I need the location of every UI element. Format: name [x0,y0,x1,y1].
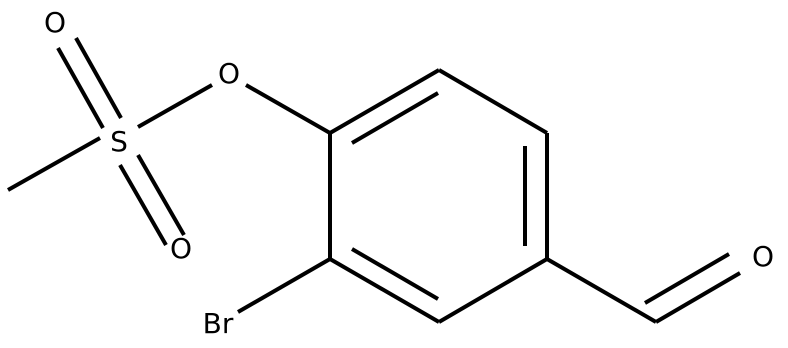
ring-bond-c4-c5 [437,257,549,324]
carbon-bromine-bond [237,257,331,314]
aldehyde-carbonyl-double-bond-a [654,271,742,324]
bonds [7,37,742,324]
oxygen-aldehyde-label: O [752,240,774,273]
oxygen-bottom-left-label: O [170,232,192,265]
sulfur-label: S [110,125,128,158]
oxygen-ester-label: O [218,57,240,90]
ring-aldehyde-carbon-bond [545,257,658,324]
ring-bond-c1-c2-inner [350,91,440,145]
bromine-label: Br [203,307,234,340]
ring-bond-c5-c6-inner [350,247,440,301]
sulfur-oxygen-bottom-double-bond-b [136,154,186,236]
sulfur-oxygen-bottom-double-bond-a [118,164,168,246]
oxygen-top-left-label: O [44,6,66,39]
sulfur-oxygen-ester-bond [137,83,213,129]
oxygen-aryl-bond [245,83,331,135]
aldehyde-carbonyl-double-bond-b [643,252,731,305]
ring-bond-c2-c3 [437,68,549,135]
ring-bond-c1-c2 [328,68,441,135]
methyl-sulfur-bond [7,136,101,192]
ring-bond-c5-c6 [328,257,441,324]
sulfur-oxygen-top-double-bond-a [56,47,105,129]
sulfur-oxygen-top-double-bond-b [74,37,123,119]
atom-labels: O S O O Br O [44,6,774,340]
